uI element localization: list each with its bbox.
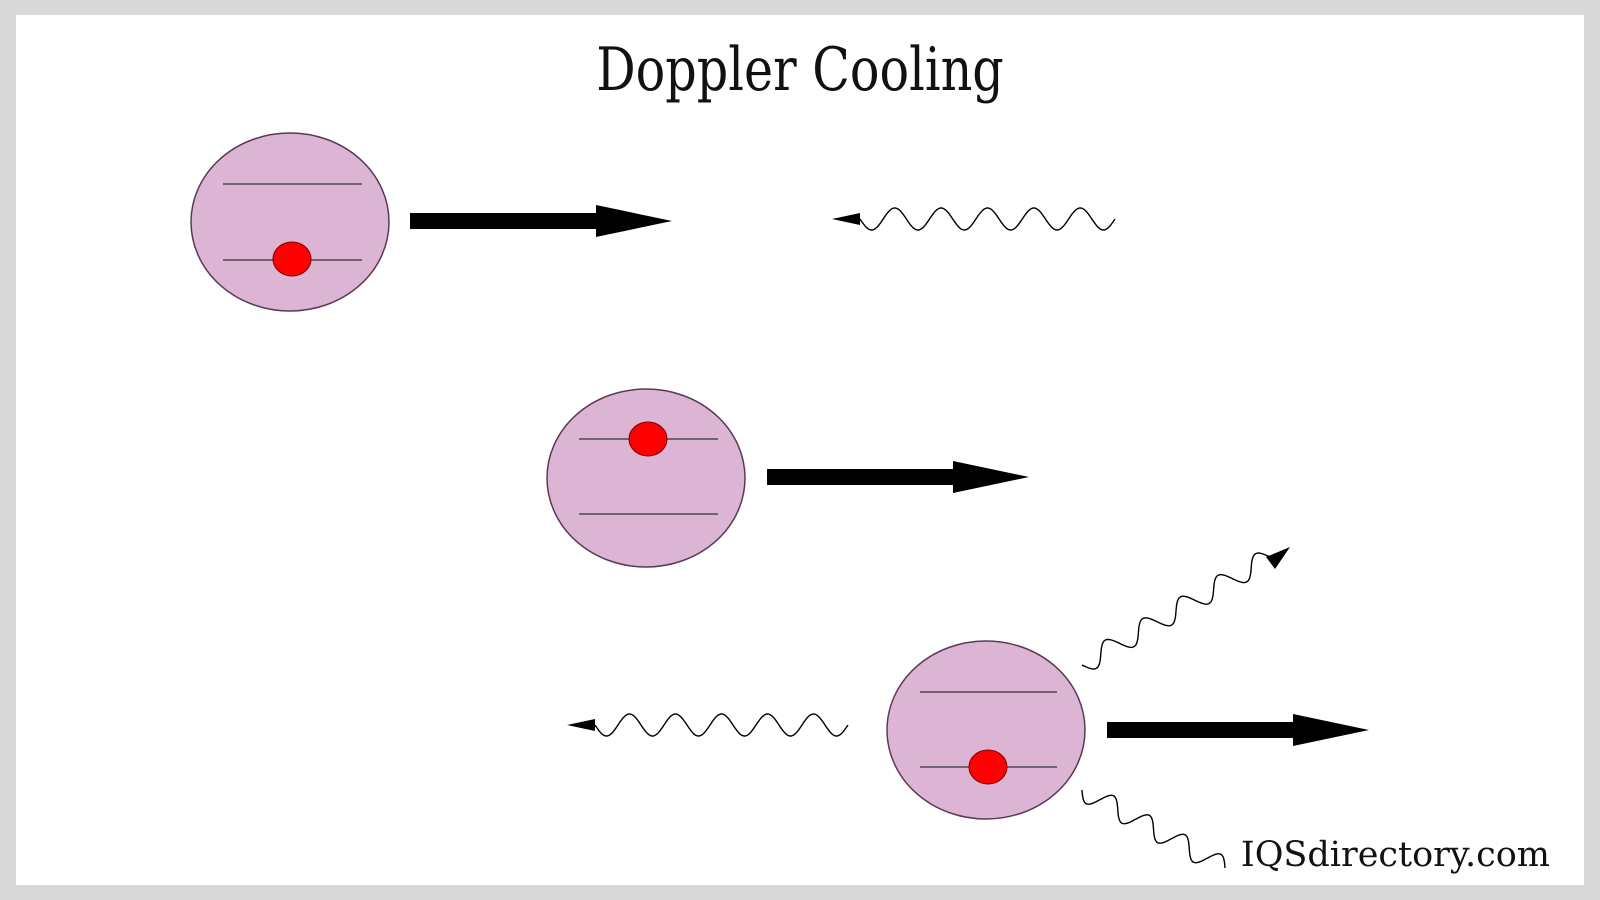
emitted-photon-down-right [1081, 789, 1226, 869]
electron [968, 749, 1008, 785]
electron [628, 421, 668, 457]
emitted-photon-up-right [1081, 547, 1290, 670]
atom-body [886, 640, 1086, 820]
atom-stage-3 [886, 640, 1086, 820]
incoming-photon-wave [832, 207, 1116, 231]
velocity-arrow-3 [1107, 714, 1369, 746]
atom-body [546, 388, 746, 568]
electron [272, 241, 312, 277]
atom-body [190, 132, 390, 312]
emitted-photon-left [567, 713, 849, 737]
atom-stage-2 [546, 388, 746, 568]
watermark-text: IQSdirectory.com [1240, 835, 1550, 875]
atom-stage-1 [190, 132, 390, 312]
diagram-title: Doppler Cooling [596, 35, 1004, 105]
velocity-arrow-1 [410, 205, 672, 237]
velocity-arrow-2 [767, 461, 1029, 493]
